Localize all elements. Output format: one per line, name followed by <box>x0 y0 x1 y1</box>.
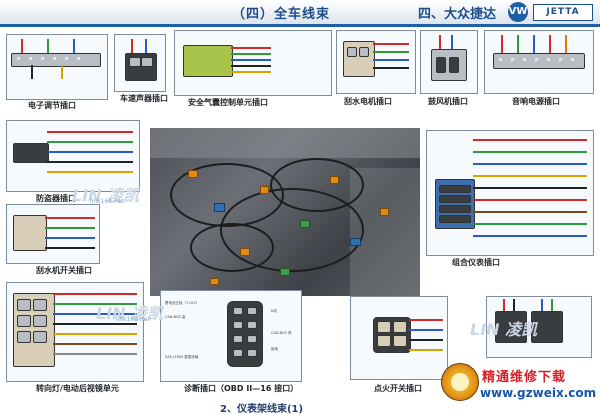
wiper-panel <box>336 30 416 94</box>
ignition-panel <box>350 296 448 380</box>
turn-signal-label: 转向灯/电动后视镜单元 <box>36 384 119 393</box>
diagnostic-label: 诊断插口（OBD II—16 接口） <box>184 384 299 393</box>
obd-panel: 蓄电池正极（+12V） CAN-BUS 高 K线 CAN-BUS 低 接地 SA… <box>160 290 302 382</box>
audio-label: 音响电源插口 <box>512 97 560 106</box>
wiper-motor-label: 刮水机开关插口 <box>36 266 92 275</box>
anti-theft-label: 防盗器插口 <box>36 194 76 203</box>
turn-signal-panel <box>6 282 144 382</box>
figure-caption: 2、仪表架线束(1) <box>220 404 304 415</box>
wiper-label: 刮水电机插口 <box>344 97 392 106</box>
ecu-socket-panel <box>6 34 108 100</box>
linkuo-site-2: link168.net <box>116 316 150 323</box>
obd-pin-sae: SAE-J1850 数据传输 <box>165 355 199 359</box>
linkuo-watermark-2: LIN 凌凯 <box>96 304 164 323</box>
vw-logo-icon: VW <box>508 2 528 22</box>
airbag-panel <box>174 30 332 96</box>
obd-pin-can-low: CAN-BUS 低 <box>271 331 292 335</box>
header-bar <box>0 0 600 24</box>
linkuo-watermark-3: LIN 凌凯 <box>470 320 538 339</box>
fan-panel <box>420 30 478 94</box>
jetta-badge: JETTA <box>533 4 593 21</box>
wiper-motor-panel <box>6 204 100 264</box>
obd-pin-ground: 接地 <box>271 347 278 351</box>
audio-panel <box>484 30 594 94</box>
repair-site-url: www.gzweix.com <box>480 386 597 400</box>
anti-theft-panel <box>6 120 140 192</box>
vehicle-speaker-label: 车速声器插口 <box>120 94 168 103</box>
airbag-label: 安全气囊控制单元插口 <box>188 98 268 107</box>
header-rule <box>0 24 600 27</box>
instrument-panel <box>426 130 594 256</box>
section-title: （四）全车线束 <box>232 7 331 22</box>
obd-pin-battery: 蓄电池正极（+12V） <box>165 301 200 305</box>
linkuo-site-1: link168.net <box>90 198 124 205</box>
brand-title: 四、大众捷达 <box>418 7 497 22</box>
linkuo-watermark-1: LIN 凌凯 <box>72 186 140 205</box>
aux-connector-panel <box>486 296 592 358</box>
repair-stamp: 精通维修下载 <box>482 370 567 385</box>
ignition-label: 点火开关插口 <box>374 384 422 393</box>
dashboard-harness-photo <box>150 128 420 296</box>
repair-badge-icon <box>441 363 479 401</box>
fan-label: 鼓风机插口 <box>428 97 468 106</box>
ecu-socket-label: 电子调节插口 <box>28 101 76 110</box>
obd-pin-k-line: K线 <box>271 309 277 313</box>
instrument-label: 组合仪表插口 <box>452 258 500 267</box>
obd-pin-can-high: CAN-BUS 高 <box>165 315 186 319</box>
vehicle-speaker-panel <box>114 34 166 92</box>
